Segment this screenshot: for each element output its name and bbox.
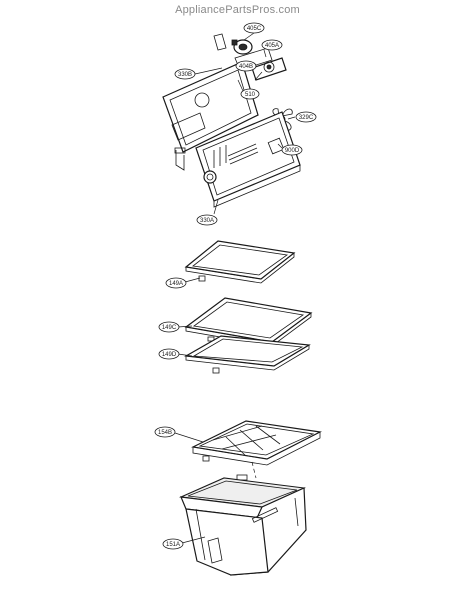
shelf-glass-149a xyxy=(184,240,296,284)
svg-text:329C: 329C xyxy=(299,115,314,121)
svg-text:510: 510 xyxy=(245,92,256,98)
callout-330b: 330B xyxy=(174,68,196,80)
svg-text:330B: 330B xyxy=(178,72,192,78)
shelf-glass-149c xyxy=(184,297,313,347)
svg-text:330A: 330A xyxy=(200,218,214,224)
callout-405a: 405A xyxy=(261,39,283,51)
leader-lines xyxy=(174,32,296,544)
callout-900d: 900D xyxy=(281,144,303,156)
callout-329c: 329C xyxy=(295,111,317,123)
svg-text:405A: 405A xyxy=(265,43,279,49)
callout-149a: 149A xyxy=(165,277,187,289)
callout-510: 510 xyxy=(240,88,260,100)
callout-404b: 404B xyxy=(235,60,257,72)
callout-405c: 405C xyxy=(243,22,265,34)
callout-330a: 330A xyxy=(196,214,218,226)
svg-text:149A: 149A xyxy=(169,281,183,287)
callout-151a: 151A xyxy=(162,538,184,550)
svg-text:151A: 151A xyxy=(166,542,180,548)
crisper-drawer-151a xyxy=(178,477,307,576)
crisper-cover-154b xyxy=(191,420,322,481)
callout-154b: 154B xyxy=(154,426,176,438)
duct-cover-rear-330b xyxy=(162,61,259,171)
svg-text:900D: 900D xyxy=(285,148,300,154)
callout-149c: 149C xyxy=(158,321,180,333)
svg-text:154B: 154B xyxy=(158,430,172,436)
callout-149d: 149D xyxy=(158,348,180,360)
svg-text:149D: 149D xyxy=(162,352,177,358)
fan-motor-405c xyxy=(231,39,253,55)
watermark: AppliancePartsPros.com xyxy=(175,4,300,16)
svg-text:405C: 405C xyxy=(247,26,262,32)
shelf-glass-149d xyxy=(184,335,311,374)
svg-text:404B: 404B xyxy=(239,64,253,70)
svg-text:149C: 149C xyxy=(162,325,177,331)
duct-cover-front-330a xyxy=(195,111,301,208)
fan-motor-mount-405a xyxy=(251,57,287,81)
